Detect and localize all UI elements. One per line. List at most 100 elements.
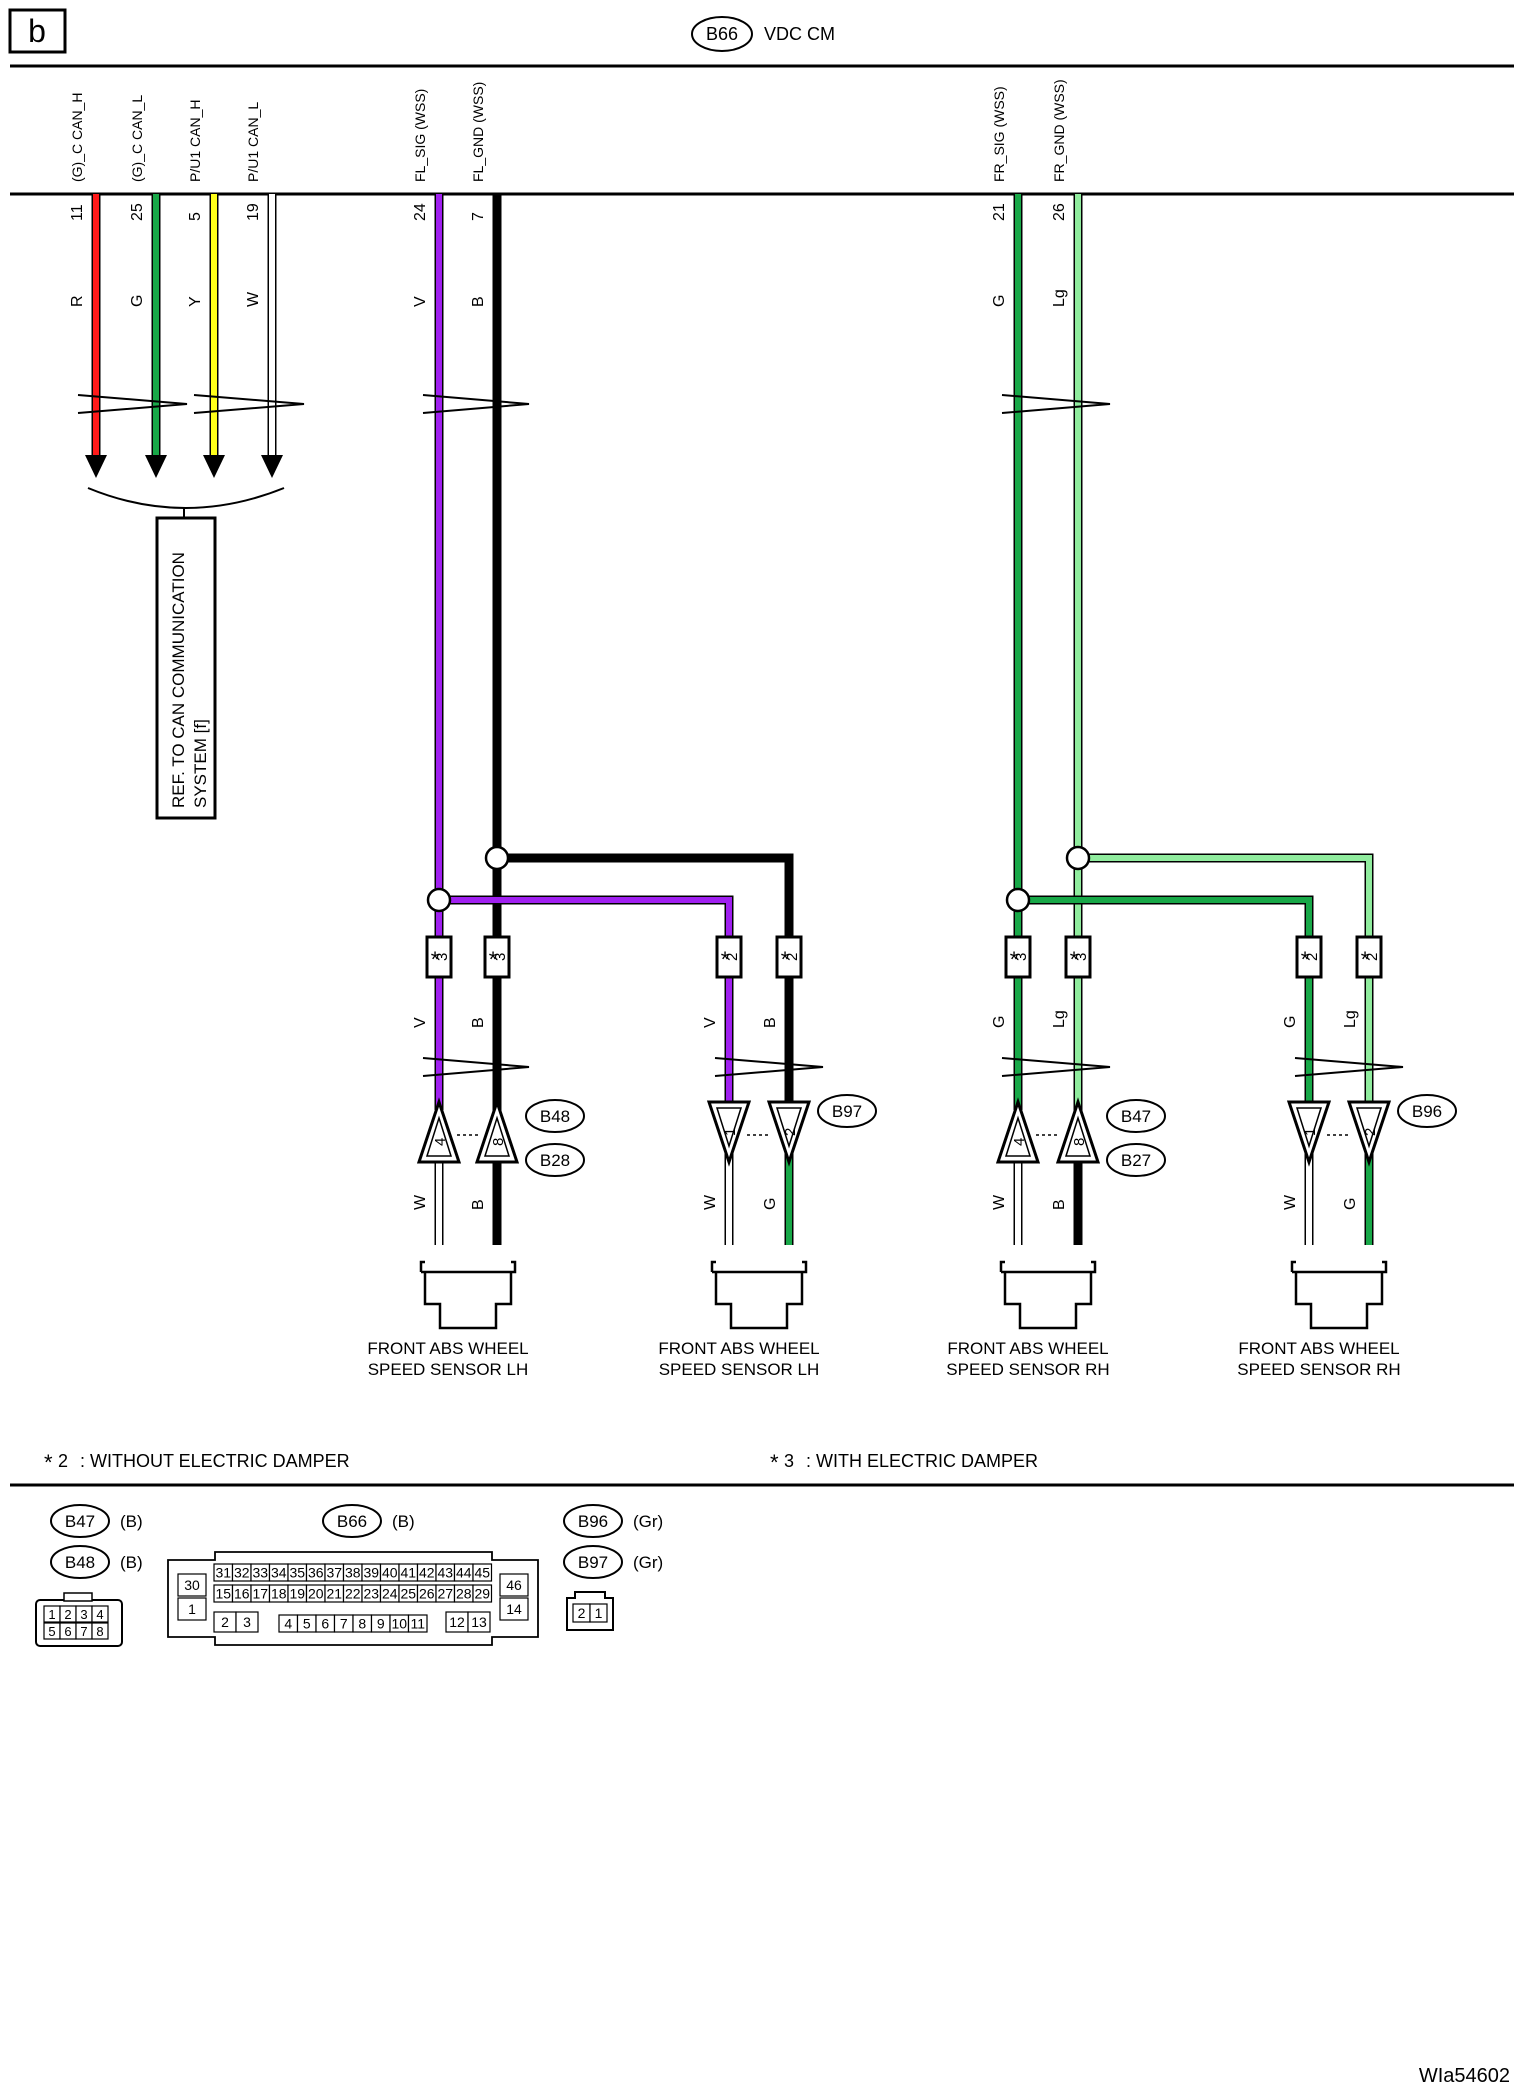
marker-number: 2: [1364, 953, 1381, 961]
marker-number: 2: [1304, 953, 1321, 961]
connector-code: B48: [540, 1107, 570, 1126]
marker-star: *: [1070, 947, 1079, 972]
connector-cell: [499, 1573, 529, 1597]
connector-pin-number: 6: [64, 1624, 71, 1639]
connector-code: B27: [1121, 1151, 1151, 1170]
wire-color-label: G: [1282, 1016, 1299, 1028]
connector-pin-number: 13: [471, 1614, 487, 1630]
connector-pin-number: 16: [234, 1586, 250, 1602]
connector-pin-number: 7: [340, 1616, 348, 1632]
marker-star: *: [781, 947, 790, 972]
connector-pin-triangle-inner: [715, 1107, 743, 1149]
connector-pin-number: 20: [308, 1586, 324, 1602]
connector-cell: [235, 1611, 259, 1633]
connector-color: (Gr): [633, 1512, 663, 1531]
connector-pin-number: 5: [303, 1616, 311, 1632]
figure-id: WIa54602: [1419, 2065, 1510, 2087]
connector-bubble-b48: [50, 1545, 110, 1579]
sensor-label-line2: SPEED SENSOR LH: [368, 1360, 529, 1379]
wheel-speed-sensor: [710, 1260, 808, 1330]
pin-number: 24: [412, 203, 429, 221]
connector-pin-triangle: [1346, 1100, 1392, 1167]
section-box: [8, 8, 67, 54]
connector-pin-number: 35: [289, 1565, 305, 1581]
b47-latch: [63, 1592, 93, 1602]
pin-number: 4: [432, 1138, 449, 1146]
connector-pin-number: 3: [243, 1614, 251, 1630]
connector-cell: [589, 1603, 608, 1623]
wire-color-label: W: [991, 1194, 1008, 1210]
wire-break: [714, 1057, 824, 1077]
connector-pin-number: 28: [456, 1586, 472, 1602]
connector-pin-number: 45: [474, 1565, 490, 1581]
marker-number: 3: [434, 953, 451, 961]
pin-signal-label: FL_SIG (WSS): [412, 89, 428, 182]
connector-cell: [91, 1622, 109, 1640]
connector-code: B47: [1121, 1107, 1151, 1126]
wire-color-label: W: [1282, 1194, 1299, 1210]
sensor-label-line2: SPEED SENSOR LH: [659, 1360, 820, 1379]
connector-pin-number: 4: [96, 1607, 103, 1622]
can-ref-line1: REF. TO CAN COMMUNICATION: [169, 552, 188, 808]
wire-color-label: Lg: [1342, 1010, 1359, 1028]
connector-pin-number: 24: [382, 1586, 398, 1602]
connector-pin-number: 38: [345, 1565, 361, 1581]
wire-break: [422, 394, 530, 414]
section-letter: b: [28, 13, 46, 49]
connector-pin-number: 8: [96, 1624, 103, 1639]
arrow-icon: [203, 455, 225, 478]
legend-star: *: [44, 1450, 53, 1475]
marker-number: 2: [784, 953, 801, 961]
connector-bubble: [817, 1094, 877, 1128]
wire-color-label: G: [129, 295, 146, 307]
connector-pin-number: 33: [252, 1565, 268, 1581]
sensor-label-line1: FRONT ABS WHEEL: [1238, 1339, 1399, 1358]
pin-signal-label: P/U1 CAN_L: [245, 102, 261, 182]
connector-color: (B): [120, 1553, 143, 1572]
connector-pin-number: 22: [345, 1586, 361, 1602]
connector-pin-number: 6: [321, 1616, 329, 1632]
connector-pin-number: 5: [48, 1624, 55, 1639]
connector-pin-triangle: [1286, 1100, 1332, 1167]
marker-2: [1355, 935, 1383, 979]
marker-3: [483, 935, 511, 979]
connector-pin-number: 29: [474, 1586, 490, 1602]
connector-cell: [472, 1584, 493, 1603]
connector-color: (B): [392, 1512, 415, 1531]
can-ref-box: [155, 516, 217, 820]
marker-number: 3: [1013, 953, 1030, 961]
connector-pin-number: 2: [221, 1614, 229, 1630]
wire-break: [193, 394, 305, 414]
pin-signal-label: P/U1 CAN_H: [187, 100, 203, 182]
wire-break: [1001, 1057, 1111, 1077]
pin-number: 8: [1071, 1138, 1088, 1146]
connector-pin-number: 19: [289, 1586, 305, 1602]
wire-color-label: B: [1051, 1199, 1068, 1210]
wire-break: [422, 1057, 530, 1077]
connector-pin-triangle-inner: [1004, 1115, 1032, 1157]
connector-bubble-b96: [563, 1504, 623, 1538]
fl-sig-branch-outline: [439, 895, 734, 1110]
connector-bubble: [1397, 1094, 1457, 1128]
wire-color-label: B: [470, 296, 487, 307]
fr-sig-branch: [1018, 897, 1312, 1110]
connector-code: B28: [540, 1151, 570, 1170]
connector-pin-number: 32: [234, 1565, 250, 1581]
wire-color-label: G: [762, 1198, 779, 1210]
connector-pin-triangle-inner: [425, 1115, 453, 1157]
pin-number: 25: [129, 203, 146, 221]
wire-color-label: Lg: [1051, 1010, 1068, 1028]
connector-pin-number: 1: [188, 1601, 196, 1617]
wheel-speed-sensor: [1290, 1260, 1388, 1330]
arrow-icon: [85, 455, 107, 478]
connector-pin-triangle-inner: [1064, 1115, 1092, 1157]
connector-pin-number: 27: [437, 1586, 453, 1602]
pin-number: 1: [722, 1128, 739, 1136]
connector-pin-number: 34: [271, 1565, 287, 1581]
module-name: VDC CM: [764, 24, 835, 44]
splice-dot: [1065, 845, 1091, 871]
sensor-label-line1: FRONT ABS WHEEL: [658, 1339, 819, 1358]
wire-color-label: B: [470, 1199, 487, 1210]
sensor-label-line1: FRONT ABS WHEEL: [367, 1339, 528, 1358]
